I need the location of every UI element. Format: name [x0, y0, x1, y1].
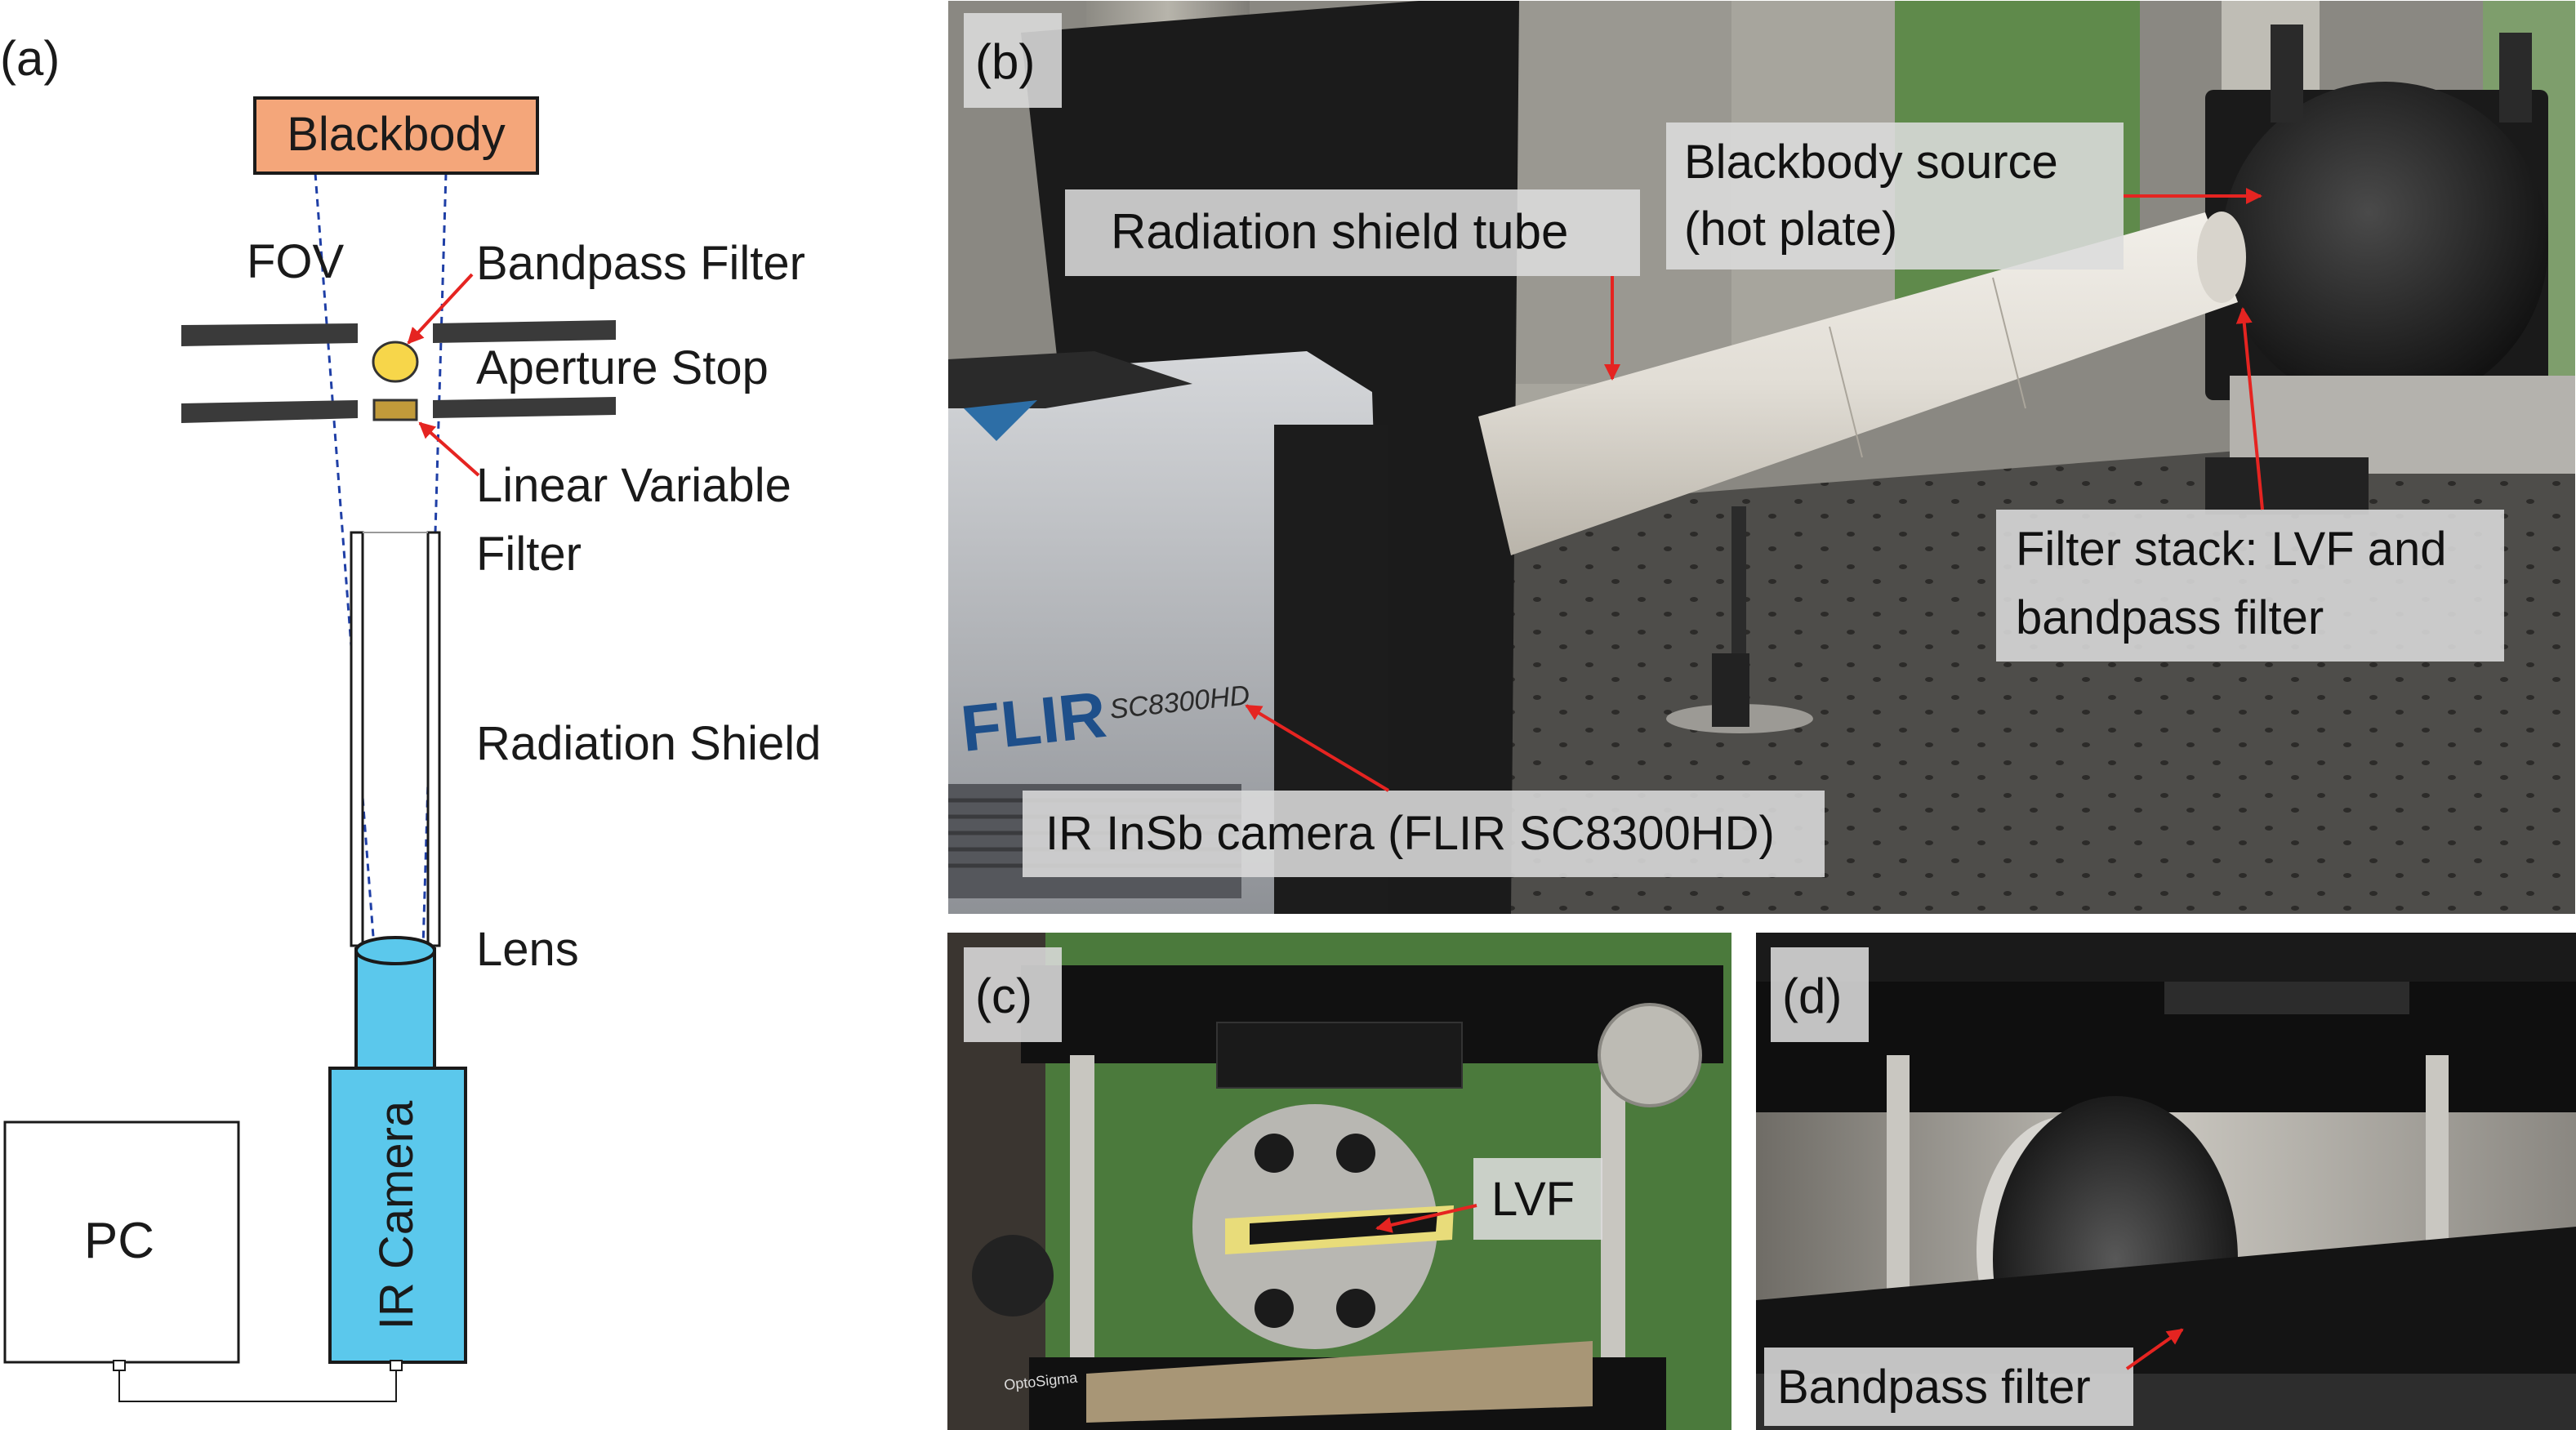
- camera-brand-text: FLIR: [957, 678, 1109, 765]
- blackbody-box: [253, 96, 539, 175]
- bandpass-arrow: [407, 273, 474, 345]
- lens-body: [354, 947, 436, 1073]
- camera-label: IR InSb camera (FLIR SC8300HD): [1045, 807, 1775, 860]
- panel-b: FLIR SC8300HD (b) Radiation shield tube …: [947, 0, 2576, 915]
- pc-box: [3, 1120, 240, 1364]
- panel-a-label: (a): [0, 31, 60, 86]
- radiation-shield-label: Radiation Shield: [476, 717, 821, 770]
- lvf-arrow: [418, 421, 480, 477]
- panel-c-label: (c): [975, 969, 1032, 1023]
- filter-stack-line1: Filter stack: LVF and: [2016, 523, 2447, 576]
- lvf-photo-label: LVF: [1491, 1173, 1575, 1226]
- pc-camera-cable: [113, 1360, 403, 1402]
- panel-a: (a) Blackbody FOV Bandpass Filter Apertu…: [0, 31, 821, 1402]
- lvf-label-line1: Linear Variable: [476, 459, 791, 512]
- bandpass-photo-label: Bandpass filter: [1777, 1361, 2091, 1414]
- lvf-rect: [372, 399, 418, 421]
- camera-arrow: [1245, 704, 1390, 792]
- panel-b-label: (b): [975, 34, 1035, 89]
- panel-d: (d) Bandpass filter: [1756, 933, 2576, 1430]
- blackbody-source-line1: Blackbody source: [1684, 136, 2058, 189]
- ir-camera-label: IR Camera: [370, 1100, 423, 1330]
- lvf-photo-arrow: [1375, 1204, 1477, 1233]
- radiation-shield-tube-label: Radiation shield tube: [1111, 204, 1568, 259]
- panel-d-label: (d): [1782, 969, 1842, 1023]
- ir-camera-box: [328, 1067, 467, 1364]
- lens-label: Lens: [476, 923, 579, 976]
- bandpass-filter-circle: [372, 341, 419, 383]
- bandpass-photo-arrow: [2125, 1328, 2184, 1370]
- aperture-plates: [181, 320, 616, 423]
- bandpass-filter-label: Bandpass Filter: [476, 237, 805, 290]
- pc-label: PC: [84, 1213, 154, 1269]
- blackbody-source-line2: (hot plate): [1684, 203, 1897, 256]
- aperture-stop-label: Aperture Stop: [476, 341, 769, 394]
- panel-c: OptoSigma (c) LVF: [947, 933, 1731, 1430]
- lens-top: [354, 936, 436, 965]
- filter-stack-arrow: [2235, 307, 2264, 510]
- lvf-label-line2: Filter: [476, 528, 582, 581]
- blackbody-label: Blackbody: [287, 108, 506, 161]
- fov-lines: [314, 172, 448, 948]
- filter-stack-line2: bandpass filter: [2016, 591, 2324, 644]
- fov-label: FOV: [247, 235, 345, 288]
